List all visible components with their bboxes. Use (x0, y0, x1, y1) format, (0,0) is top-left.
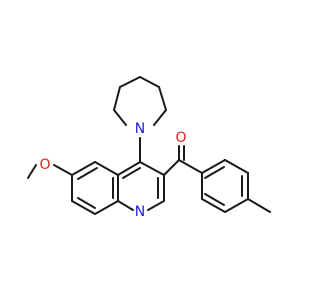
bond (94, 161, 119, 176)
bond (224, 159, 249, 174)
atom-label-n-piperidine: N (135, 121, 145, 137)
bond (113, 86, 121, 111)
bond (117, 161, 141, 176)
molecule-structure: N N O O (27, 76, 271, 220)
molecule-canvas: N N O O (27, 76, 271, 220)
benzo-ring (71, 161, 119, 215)
bond (201, 198, 226, 213)
bond (204, 193, 225, 206)
bond (119, 76, 141, 88)
bond (113, 109, 127, 126)
bond (204, 166, 225, 179)
piperidine-ring (113, 76, 167, 126)
bond (247, 198, 271, 213)
atom-n-quinoline: N (135, 204, 145, 220)
atom-label-o-carbonyl: O (175, 130, 186, 146)
bond (117, 200, 134, 211)
bond (158, 86, 167, 111)
bond (77, 197, 96, 209)
pyridine-ring (117, 161, 165, 211)
tolyl-ring (201, 159, 249, 213)
bond (71, 161, 96, 176)
atom-o-methoxy: O (39, 157, 50, 173)
bond (139, 76, 160, 88)
bond (163, 159, 180, 176)
bond (224, 198, 249, 213)
atom-label-o-methoxy: O (39, 157, 50, 173)
bond (139, 161, 165, 176)
bond (71, 200, 96, 215)
bond (122, 167, 141, 179)
bond (201, 159, 226, 174)
atom-label-n-quinoline: N (135, 204, 145, 220)
bond (178, 159, 203, 174)
bond (94, 200, 119, 215)
atom-n-piperidine: N (135, 121, 145, 137)
bond (53, 164, 73, 176)
bond (153, 109, 167, 126)
atom-o-carbonyl: O (175, 130, 186, 146)
bond (147, 200, 165, 211)
bond (77, 167, 98, 180)
bond (27, 164, 37, 179)
